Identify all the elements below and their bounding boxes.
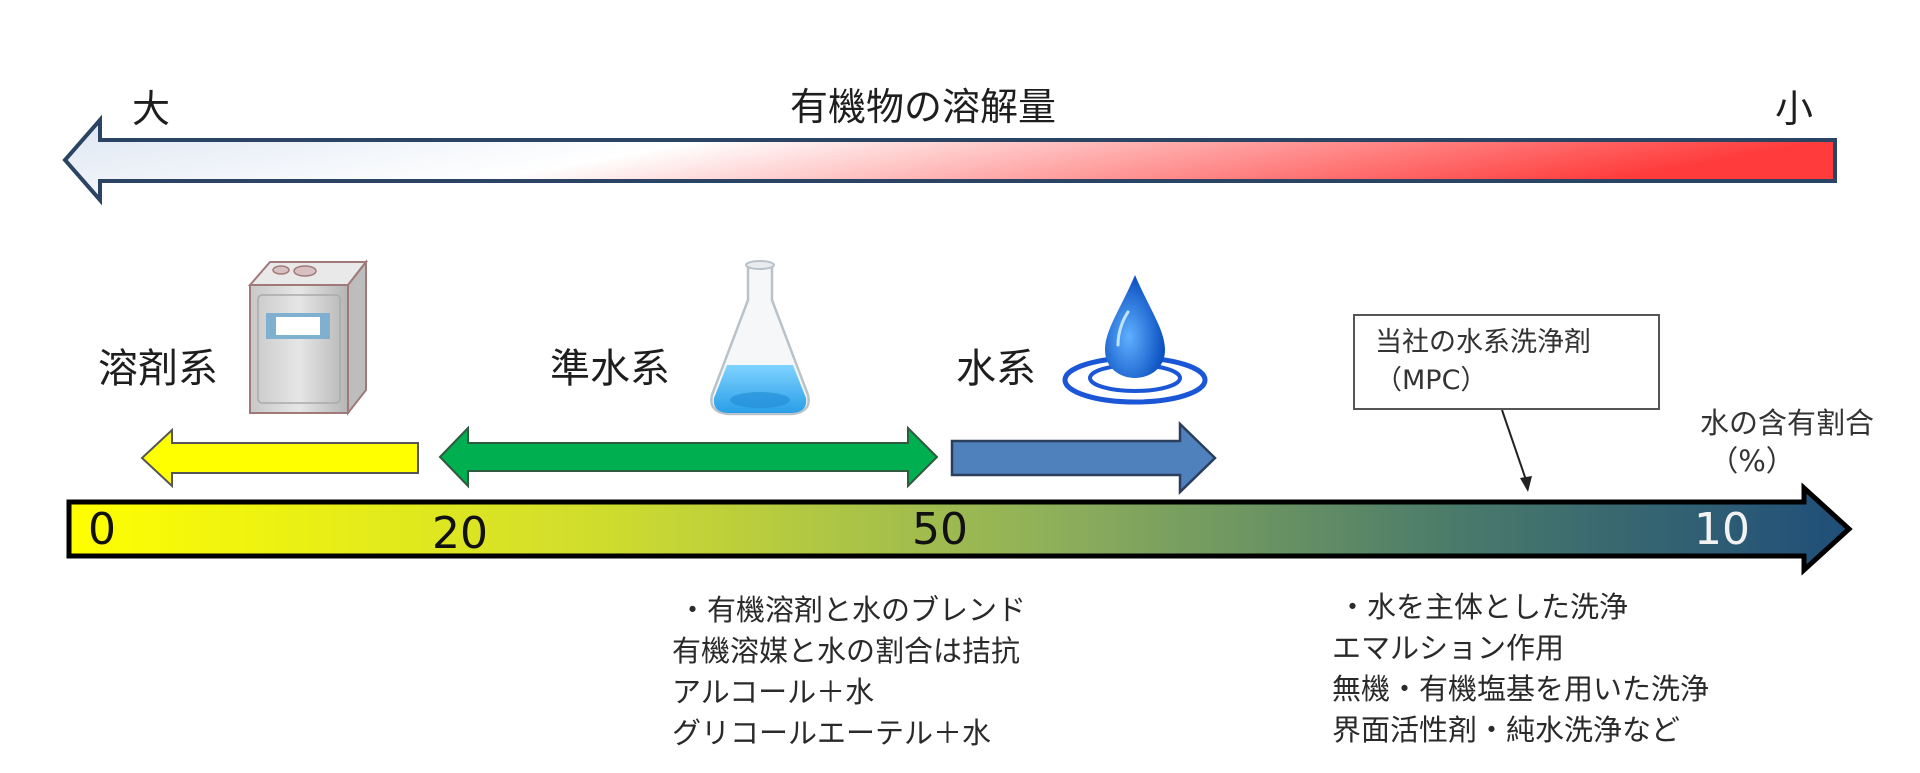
note-line: アルコール＋水	[672, 675, 875, 709]
axis-caption: 水の含有割合 （%）	[1672, 404, 1902, 480]
callout-line2: （MPC）	[1375, 365, 1488, 396]
axis-caption-line2: （%）	[1709, 444, 1795, 478]
mpc-callout: 当社の水系洗浄剤 （MPC）	[1353, 314, 1660, 410]
callout-pointer	[1501, 409, 1532, 492]
note-line: 界面活性剤・純水洗浄など	[1332, 713, 1681, 747]
category-solvent-label: 溶剤系	[98, 346, 218, 392]
solvent-can-icon	[247, 259, 369, 416]
solubility-title: 有機物の溶解量	[790, 85, 1057, 129]
tick-20: 20	[432, 508, 488, 559]
semi-aqueous-notes: ・有機溶剤と水のブレンド 有機溶媒と水の割合は拮抗 アルコール＋水 グリコールエ…	[672, 590, 1026, 754]
solubility-arrow	[62, 114, 1837, 206]
note-line: 有機溶媒と水の割合は拮抗	[672, 634, 1021, 668]
aqueous-notes: ・水を主体とした洗浄 エマルション作用 無機・有機塩基を用いた洗浄 界面活性剤・…	[1332, 587, 1709, 751]
flask-icon	[710, 260, 810, 416]
note-line: 無機・有機塩基を用いた洗浄	[1332, 672, 1710, 706]
tick-50: 50	[912, 504, 968, 555]
callout-line1: 当社の水系洗浄剤	[1375, 327, 1591, 358]
category-aqueous-label: 水系	[956, 346, 1036, 392]
aqueous-range-arrow	[950, 421, 1217, 495]
axis-caption-line1: 水の含有割合	[1699, 406, 1874, 440]
note-line: グリコールエーテル＋水	[672, 716, 992, 750]
semi-aqueous-range-arrow	[438, 425, 939, 489]
solvent-range-arrow	[140, 427, 419, 489]
category-semi-aqueous-label: 準水系	[550, 346, 670, 392]
water-content-axis	[66, 482, 1853, 576]
water-drop-icon	[1062, 275, 1208, 405]
tick-100: 10	[1694, 504, 1750, 555]
note-line: ・水を主体とした洗浄	[1338, 590, 1629, 624]
note-line: ・有機溶剤と水のブレンド	[678, 593, 1027, 627]
max-label: 大	[132, 87, 171, 131]
note-line: エマルション作用	[1332, 631, 1565, 665]
tick-0: 0	[88, 504, 116, 555]
min-label: 小	[1775, 87, 1814, 131]
